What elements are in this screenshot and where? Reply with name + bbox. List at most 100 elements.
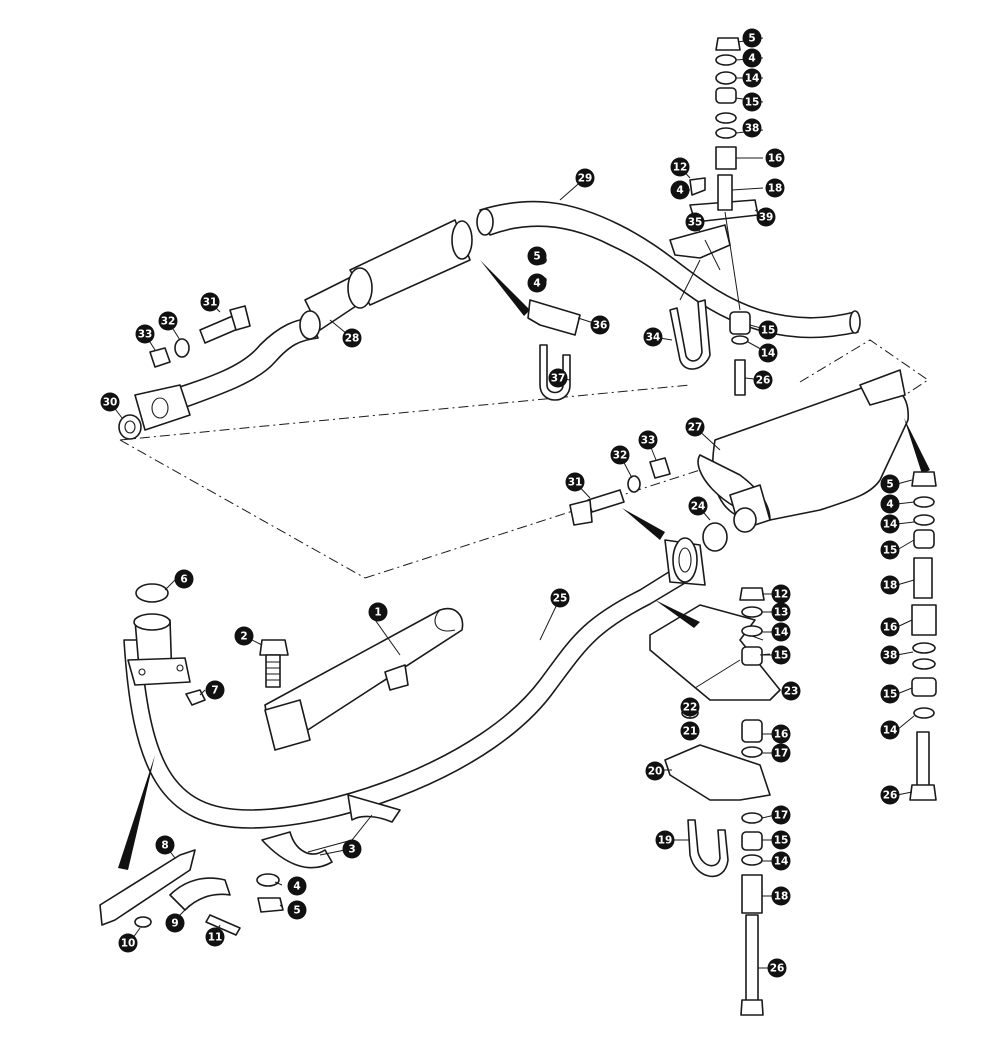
callout-number: 14 <box>883 519 898 531</box>
callout-35: 35 <box>685 212 705 232</box>
callout-5: 5 <box>742 28 762 48</box>
tailpipe <box>476 200 861 339</box>
front-pipe <box>123 537 706 829</box>
callout-marker <box>548 368 568 388</box>
callout-number: 7 <box>211 685 218 697</box>
callout-number: 15 <box>774 650 789 662</box>
callout-9: 9 <box>165 913 185 933</box>
callout-31: 31 <box>200 292 220 312</box>
callout-number: 18 <box>768 183 783 195</box>
middle-mount-stack <box>739 587 765 1016</box>
callout-marker <box>771 743 791 763</box>
callout-marker <box>765 148 785 168</box>
callout-32: 32 <box>610 445 630 465</box>
callout-number: 14 <box>745 73 760 85</box>
callout-number: 39 <box>759 212 774 224</box>
callout-31: 31 <box>565 472 585 492</box>
callout-marker <box>670 180 690 200</box>
callout-number: 20 <box>648 766 663 778</box>
callout-26: 26 <box>767 958 787 978</box>
callout-13: 13 <box>771 602 791 622</box>
callout-marker <box>174 569 194 589</box>
bolt-26-mid <box>734 359 746 396</box>
hanger-36 <box>527 255 581 336</box>
callout-5: 5 <box>287 900 307 920</box>
callout-26: 26 <box>880 785 900 805</box>
callout-number: 15 <box>883 545 898 557</box>
callout-marker <box>205 927 225 947</box>
callout-marker <box>565 472 585 492</box>
nut-33-lower <box>649 457 671 479</box>
callout-number: 4 <box>748 53 755 65</box>
callout-6: 6 <box>174 569 194 589</box>
callout-number: 14 <box>774 856 789 868</box>
callout-marker <box>638 430 658 450</box>
callout-33: 33 <box>135 324 155 344</box>
callout-number: 17 <box>774 810 789 822</box>
callout-number: 24 <box>691 501 706 513</box>
callout-18: 18 <box>771 886 791 906</box>
callout-marker <box>880 617 900 637</box>
callout-number: 23 <box>784 686 799 698</box>
callout-number: 32 <box>161 316 176 328</box>
callout-19: 19 <box>655 830 675 850</box>
callout-number: 3 <box>348 844 355 856</box>
callout-marker <box>880 514 900 534</box>
callout-14: 14 <box>880 720 900 740</box>
callout-number: 28 <box>345 333 360 345</box>
bracket-20 <box>664 744 771 801</box>
callout-number: 17 <box>774 748 789 760</box>
callout-number: 31 <box>568 477 583 489</box>
callout-marker <box>756 207 776 227</box>
callout-number: 4 <box>886 499 893 511</box>
callout-number: 12 <box>774 589 789 601</box>
callout-14: 14 <box>880 514 900 534</box>
callout-number: 32 <box>613 450 628 462</box>
callout-4: 4 <box>742 48 762 68</box>
gasket-ring-6 <box>135 583 169 603</box>
callout-number: 36 <box>593 320 608 332</box>
washer-32-lower <box>627 475 641 493</box>
callout-number: 15 <box>774 835 789 847</box>
callout-36: 36 <box>590 315 610 335</box>
callout-18: 18 <box>765 178 785 198</box>
callout-number: 18 <box>774 891 789 903</box>
callout-10: 10 <box>118 933 138 953</box>
callout-7: 7 <box>205 680 225 700</box>
callout-number: 35 <box>688 217 703 229</box>
callout-number: 4 <box>676 185 683 197</box>
bolt-31-lower <box>569 489 625 526</box>
callout-23: 23 <box>781 681 801 701</box>
callout-number: 16 <box>883 622 898 634</box>
assembly-outline <box>119 339 929 579</box>
callout-29: 29 <box>575 168 595 188</box>
callout-16: 16 <box>771 724 791 744</box>
callout-30: 30 <box>100 392 120 412</box>
callout-21: 21 <box>680 721 700 741</box>
callout-34: 34 <box>643 327 663 347</box>
callout-number: 21 <box>683 726 698 738</box>
callout-marker <box>880 684 900 704</box>
washer-12-4-small <box>689 177 706 196</box>
callout-marker <box>771 645 791 665</box>
callout-marker <box>680 721 700 741</box>
callout-marker <box>771 851 791 871</box>
callout-marker <box>287 876 307 896</box>
bushing-15-mid <box>729 311 751 335</box>
callout-marker <box>550 588 570 608</box>
callout-marker <box>742 68 762 88</box>
nut-5-lower <box>257 897 284 913</box>
callout-15: 15 <box>771 645 791 665</box>
callout-marker <box>742 92 762 112</box>
callout-4: 4 <box>527 273 547 293</box>
callout-marker <box>287 900 307 920</box>
callout-number: 26 <box>883 790 898 802</box>
callout-marker <box>880 720 900 740</box>
callout-16: 16 <box>880 617 900 637</box>
heat-shield <box>264 608 464 751</box>
right-mount-stack <box>909 471 937 801</box>
callout-38: 38 <box>742 118 762 138</box>
callout-17: 17 <box>771 743 791 763</box>
